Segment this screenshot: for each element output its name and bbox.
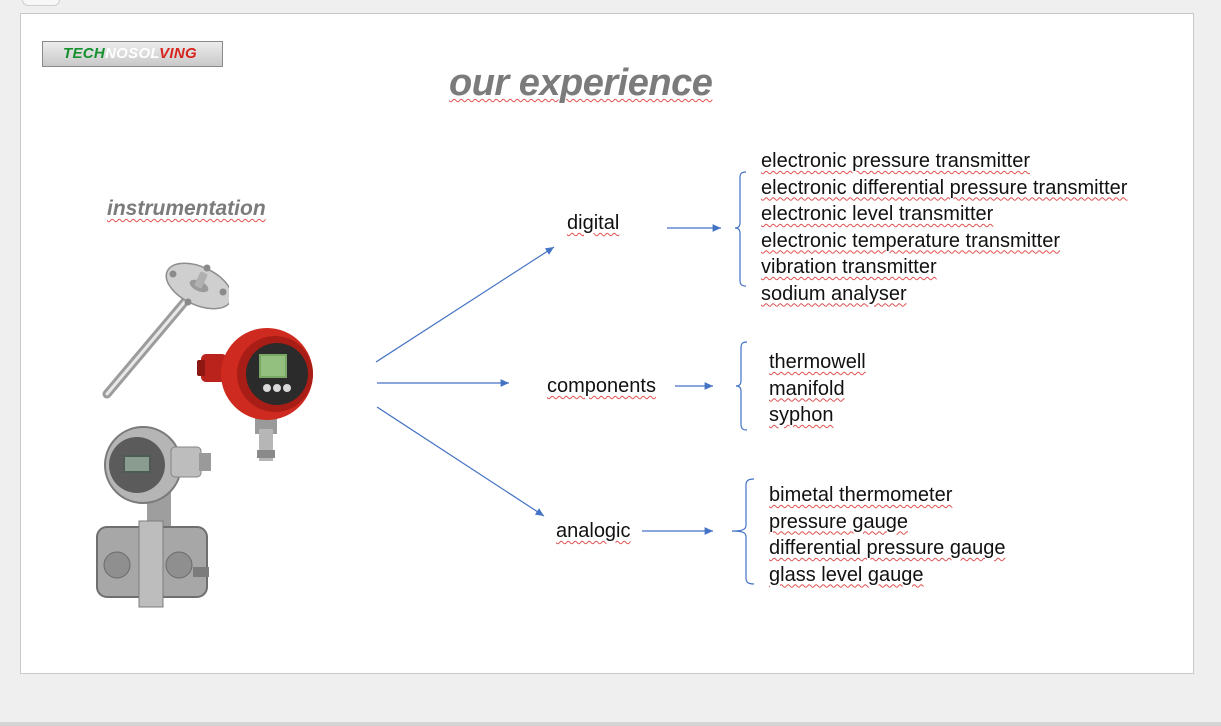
status-bar-edge bbox=[0, 722, 1221, 726]
red-pressure-transmitter-icon bbox=[197, 328, 313, 461]
bracket-analogic bbox=[731, 478, 755, 585]
differential-pressure-transmitter-icon bbox=[96, 426, 211, 608]
components-items-list: thermowell manifold syphon bbox=[769, 349, 866, 429]
arrow-to-digital bbox=[375, 246, 555, 363]
category-heading[interactable]: instrumentation bbox=[107, 197, 266, 220]
list-item[interactable]: manifold bbox=[769, 377, 845, 400]
list-item[interactable]: vibration transmitter bbox=[761, 256, 937, 278]
logo-text-tech: TECH bbox=[63, 45, 106, 62]
branch-label-digital[interactable]: digital bbox=[567, 212, 620, 234]
thermowell-probe-icon bbox=[102, 262, 229, 399]
list-item[interactable]: pressure gauge bbox=[769, 510, 908, 533]
list-item[interactable]: sodium analyser bbox=[761, 282, 907, 305]
bracket-digital bbox=[734, 171, 747, 287]
branch-label-analogic[interactable]: analogic bbox=[556, 520, 631, 542]
company-logo: TECHNOSOLVING bbox=[42, 41, 223, 67]
logo-text-ving: VING bbox=[159, 45, 197, 62]
digital-items-list: electronic pressure transmitter electron… bbox=[761, 148, 1127, 307]
branch-label-components[interactable]: components bbox=[547, 375, 656, 397]
list-item[interactable]: bimetal thermometer bbox=[769, 484, 953, 506]
slide-title[interactable]: our experience bbox=[449, 62, 713, 104]
list-item[interactable]: electronic pressure transmitter bbox=[761, 150, 1030, 172]
list-item[interactable]: thermowell bbox=[769, 351, 866, 373]
arrow-to-analogic bbox=[376, 406, 545, 517]
diagram-connectors bbox=[375, 171, 755, 585]
list-item[interactable]: electronic level transmitter bbox=[761, 203, 994, 225]
slide-canvas[interactable]: TECHNOSOLVING our experience instrumenta… bbox=[20, 13, 1194, 674]
list-item[interactable]: differential pressure gauge bbox=[769, 537, 1006, 559]
logo-text-nosol: NOSOL bbox=[105, 45, 160, 62]
list-item[interactable]: electronic differential pressure transmi… bbox=[761, 176, 1128, 199]
list-item[interactable]: glass level gauge bbox=[769, 563, 924, 586]
window-corner-tab bbox=[22, 0, 60, 6]
list-item[interactable]: syphon bbox=[769, 404, 834, 426]
analogic-items-list: bimetal thermometer pressure gauge diffe… bbox=[769, 482, 1005, 588]
bracket-components bbox=[735, 341, 748, 431]
list-item[interactable]: electronic temperature transmitter bbox=[761, 229, 1061, 252]
